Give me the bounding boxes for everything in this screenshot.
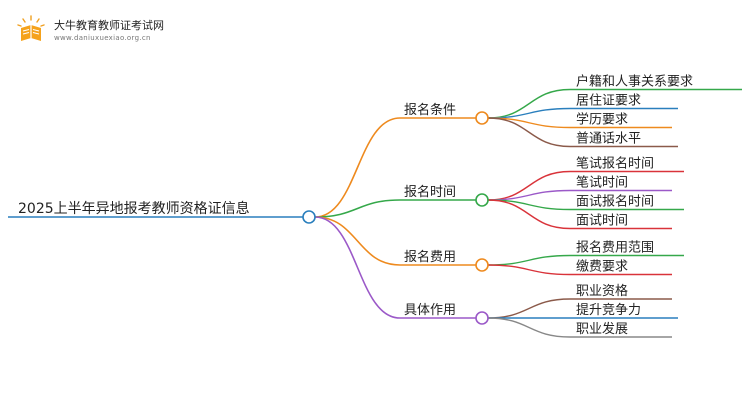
root-node-label: 2025上半年异地报考教师资格证信息 <box>18 200 250 217</box>
root-collapse-toggle[interactable] <box>302 210 316 224</box>
leaf-node-label: 居住证要求 <box>576 94 641 109</box>
branch-node-label: 报名时间 <box>404 184 456 200</box>
leaf-node-label: 缴费要求 <box>576 260 628 275</box>
branch-collapse-toggle[interactable] <box>475 258 489 272</box>
leaf-node-label: 面试时间 <box>576 214 628 229</box>
branch-node-label: 具体作用 <box>404 303 456 318</box>
leaf-node-label: 笔试时间 <box>576 175 628 191</box>
leaf-node-label: 提升竞争力 <box>576 302 641 318</box>
leaf-connector <box>487 317 571 338</box>
site-name: 大牛教育教师证考试网 <box>54 19 164 32</box>
leaf-node-label: 学历要求 <box>576 112 628 128</box>
leaf-connector <box>487 254 571 266</box>
leaf-node-label: 笔试报名时间 <box>576 156 654 172</box>
leaf-connector <box>487 117 571 148</box>
site-url: www.daniuxuexiao.org.cn <box>54 34 151 42</box>
branch-node-label: 报名条件 <box>404 102 456 118</box>
leaf-connector <box>487 264 571 276</box>
leaf-node-label: 职业资格 <box>576 283 628 299</box>
branch-node-label: 报名费用 <box>404 249 456 265</box>
branch-collapse-toggle[interactable] <box>475 193 489 207</box>
branch-connector <box>314 199 401 218</box>
book-logo-icon <box>17 15 45 41</box>
leaf-node-label: 职业发展 <box>576 321 628 337</box>
leaf-node-label: 普通话水平 <box>576 132 641 147</box>
branch-collapse-toggle[interactable] <box>475 311 489 325</box>
leaf-node-label: 面试报名时间 <box>576 194 654 210</box>
branch-connector <box>314 117 401 218</box>
leaf-connector <box>487 298 571 319</box>
branch-collapse-toggle[interactable] <box>475 111 489 125</box>
leaf-connector <box>487 199 571 230</box>
branch-connector <box>314 216 401 319</box>
leaf-node-label: 报名费用范围 <box>576 240 654 256</box>
leaf-node-label: 户籍和人事关系要求 <box>576 74 693 90</box>
branch-connector <box>314 216 401 266</box>
